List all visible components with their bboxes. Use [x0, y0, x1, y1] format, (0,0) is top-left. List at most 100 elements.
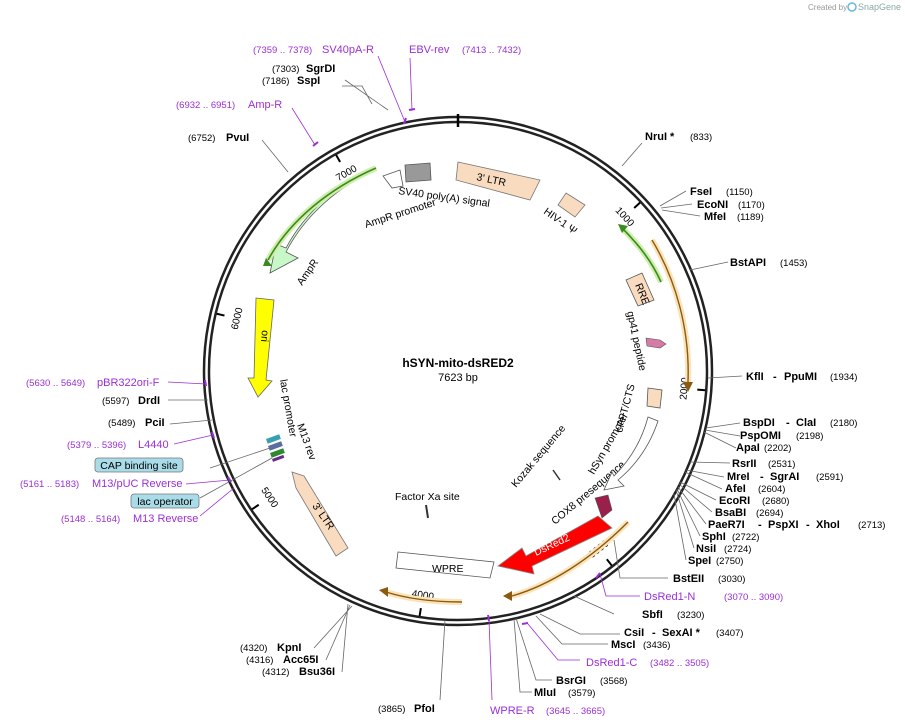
lac-operator-box[interactable] [130, 493, 200, 509]
pcii-pos: (5489) [108, 418, 135, 429]
lacop-leader [199, 457, 273, 499]
sspi-leader [344, 79, 389, 111]
afei-name[interactable]: AfeI [725, 483, 746, 495]
kozak-mark[interactable] [552, 469, 561, 481]
mlui-name[interactable]: MluI [534, 687, 556, 699]
mrei-name[interactable]: MreI [727, 471, 750, 483]
cap-leader [209, 447, 271, 469]
m13-reverse-name[interactable]: M13 Reverse [133, 513, 198, 525]
sspi-name[interactable]: SspI [297, 75, 320, 87]
ecori-pos: (2680) [762, 496, 789, 507]
dsred2-feature[interactable] [497, 515, 613, 575]
tick-label-6000: 6000 [230, 306, 246, 331]
dsred1-n-leader [599, 573, 640, 597]
wpre-r-name[interactable]: WPRE-R [490, 705, 535, 717]
csii-pos: (3407) [716, 628, 743, 639]
hsyn-promoter-feature[interactable] [603, 416, 659, 491]
sexai-name[interactable]: SexAI * [662, 627, 701, 639]
kpni-name[interactable]: KpnI [277, 642, 301, 654]
m13puc-reverse-pos: (5161 .. 5183) [20, 479, 79, 490]
bsteii-name[interactable]: BstEII [673, 573, 704, 585]
rre-feature[interactable] [625, 272, 655, 307]
pfoi-name[interactable]: PfoI [414, 703, 435, 715]
ecori-name[interactable]: EcoRI [719, 495, 750, 507]
ltr3-top-feature[interactable] [455, 161, 541, 201]
acc65i-name[interactable]: Acc65I [283, 654, 318, 666]
fsei-name[interactable]: FseI [690, 186, 712, 198]
bsabi-name[interactable]: BsaBI [715, 507, 746, 519]
ampr-green-arrowhead [263, 258, 272, 266]
factor-xa-label: Factor Xa site [395, 491, 460, 503]
sv40-polya-feature[interactable] [404, 162, 432, 183]
dsred1-c-pos: (3482 .. 3505) [650, 658, 709, 669]
drdi-name[interactable]: DrdI [138, 395, 160, 407]
clai-name[interactable]: ClaI [796, 417, 816, 429]
econi-name[interactable]: EcoNI [697, 199, 728, 211]
cap-binding-site-box[interactable] [94, 457, 184, 473]
sbfi-name[interactable]: SbfI [642, 609, 663, 621]
pbr322ori-f-pos: (5630 .. 5649) [26, 378, 85, 389]
sbfi-pos: (3230) [677, 610, 704, 621]
bsrgi-name[interactable]: BsrGI [556, 675, 586, 687]
mfei-name[interactable]: MfeI [704, 211, 726, 223]
kpni-leader [313, 605, 353, 649]
ampr-promoter-feature[interactable] [382, 169, 404, 189]
mfei-leader [661, 209, 701, 217]
bstapi-name[interactable]: BstAPI [730, 257, 766, 269]
amp-r-name[interactable]: Amp-R [248, 99, 282, 111]
nrui-name[interactable]: NruI * [645, 131, 675, 143]
l4440-leader [173, 434, 214, 445]
sv40pa-r-leader [377, 55, 406, 123]
rsrii-name[interactable]: RsrII [732, 458, 756, 470]
dsred1-c-name[interactable]: DsRed1-C [586, 657, 637, 669]
dsred1-n-name[interactable]: DsRed1-N [644, 591, 695, 603]
lac-operator-cluster[interactable] [266, 434, 285, 462]
fsei-leader [659, 190, 687, 207]
kfli-name[interactable]: KflI [746, 371, 764, 383]
spei-name[interactable]: SpeI [688, 555, 711, 567]
apai-name[interactable]: ApaI [736, 442, 760, 454]
bsu36i-pos: (4312) [262, 667, 289, 678]
sgrdi-name[interactable]: SgrDI [306, 63, 335, 75]
ori-feature[interactable] [247, 297, 275, 398]
l4440-name[interactable]: L4440 [138, 439, 169, 451]
ebv-rev-name[interactable]: EBV-rev [409, 44, 450, 56]
sgrai-name[interactable]: SgrAI [770, 471, 799, 483]
paer7i-pos: (2713) [858, 520, 885, 531]
ampr-highlight-arc [265, 165, 378, 262]
kfli-leader [707, 375, 743, 379]
pvui-name[interactable]: PvuI [226, 132, 249, 144]
bspdi-name[interactable]: BspDI [743, 417, 775, 429]
ppumi-name[interactable]: PpuMI [784, 371, 817, 383]
m13puc-reverse-name[interactable]: M13/pUC Reverse [92, 478, 182, 490]
gp41-feature[interactable] [645, 337, 667, 349]
xhoi-name[interactable]: XhoI [816, 519, 840, 531]
pspomi-name[interactable]: PspOMI [740, 430, 781, 442]
csii-name[interactable]: CsiI [624, 627, 644, 639]
pbr322ori-f-name[interactable]: pBR322ori-F [97, 377, 160, 389]
sv40pa-r-name[interactable]: SV40pA-R [322, 44, 374, 56]
dsred1-c-leader [527, 623, 580, 661]
acc65i-pos: (4316) [246, 655, 273, 666]
nsii-name[interactable]: NsiI [696, 543, 716, 555]
sphi-name[interactable]: SphI [702, 531, 726, 543]
csii-separator: - [652, 627, 656, 639]
cox8-feature[interactable] [594, 494, 613, 519]
wpre-feature[interactable] [395, 551, 495, 579]
hiv-psi-feature[interactable] [557, 192, 586, 218]
snapgene-logo-icon [847, 2, 857, 12]
bsu36i-name[interactable]: Bsu36I [299, 666, 335, 678]
pbr322ori-f-leader [167, 381, 207, 385]
l4440-pos: (5379 .. 5396) [67, 440, 126, 451]
pspxi-name[interactable]: PspXI [768, 519, 799, 531]
pcii-name[interactable]: PciI [145, 417, 165, 429]
kfli-separator: - [773, 371, 777, 383]
leader-lines [167, 55, 743, 701]
paer7i-name[interactable]: PaeR7I [708, 519, 745, 531]
bottom-left-orange-arrowhead [379, 587, 388, 597]
factor-xa-mark[interactable] [425, 504, 429, 519]
msci-name[interactable]: MscI [611, 639, 635, 651]
cppt-feature[interactable] [646, 387, 663, 409]
ltr3-bottom-feature[interactable] [291, 471, 349, 557]
plasmid-size: 7623 bp [438, 372, 478, 384]
